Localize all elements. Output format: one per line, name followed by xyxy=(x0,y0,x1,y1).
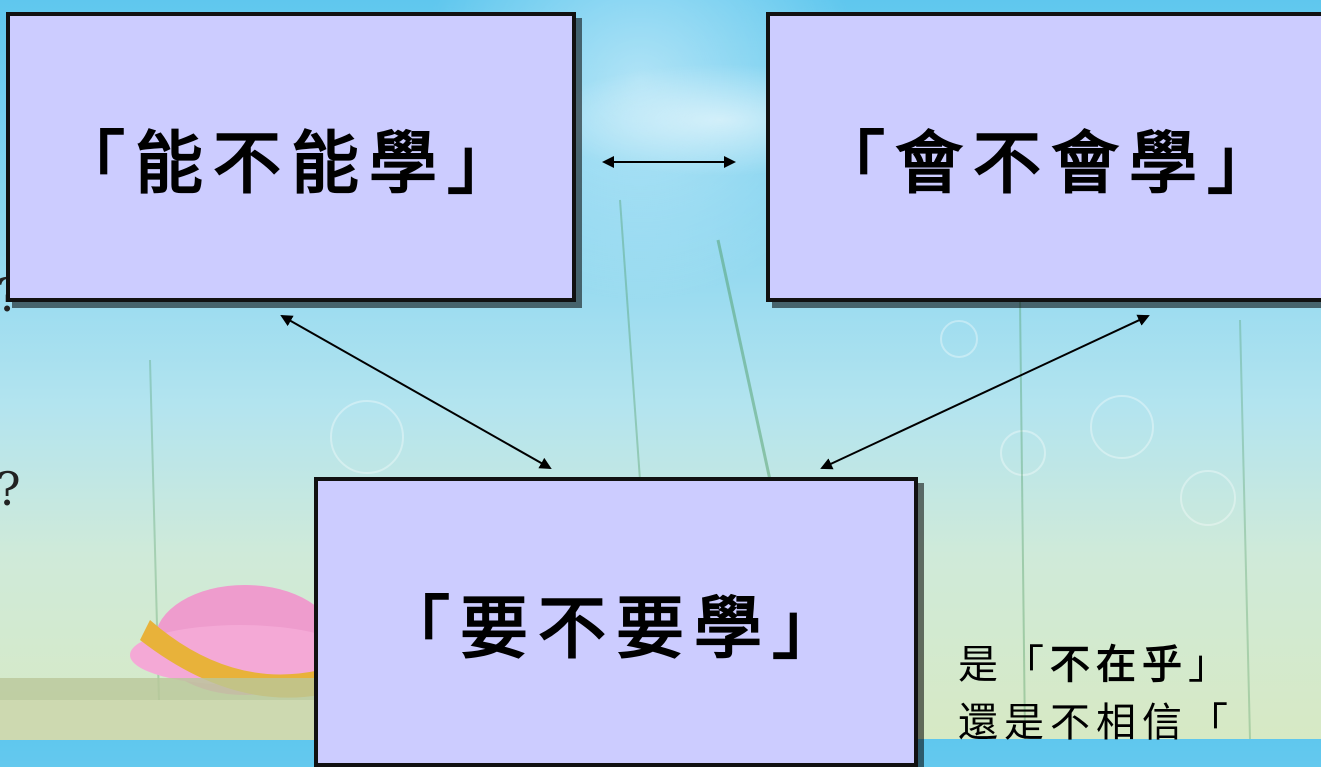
box-label: 「能不能學」 xyxy=(56,123,525,204)
note-emphasis: 不在乎 xyxy=(1050,641,1188,688)
connector-arrows xyxy=(280,156,1150,470)
arrow-can-want xyxy=(280,315,552,469)
box-want-to-learn: 「要不要學」 xyxy=(314,477,918,767)
note-suffix: 」 xyxy=(1188,642,1234,688)
box-label: 「要不要學」 xyxy=(381,588,850,669)
note-prefix: 是「 xyxy=(958,642,1050,688)
slide: ? ? 「能不能學」 「會不會學」 「要不要學」 是「不在乎」 還是不相信「 xyxy=(0,12,1321,767)
box-know-how-to-learn: 「會不會學」 xyxy=(766,12,1321,302)
note-line-1: 是「不在乎」 xyxy=(958,632,1234,690)
question-mark: ? xyxy=(0,462,21,516)
note-line-2: 還是不相信「 xyxy=(958,700,1234,746)
hat-decoration xyxy=(0,585,320,740)
arrow-know-want xyxy=(820,314,1150,470)
box-can-learn: 「能不能學」 xyxy=(6,12,576,302)
bokeh-circle xyxy=(1180,470,1236,526)
box-label: 「會不會學」 xyxy=(816,123,1285,204)
